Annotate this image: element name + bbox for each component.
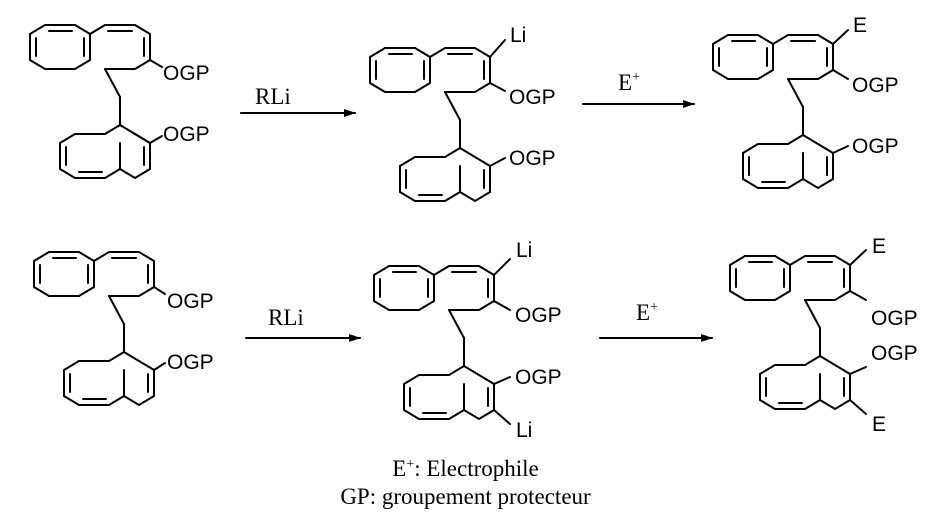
ogp-label: OGP: [871, 342, 918, 365]
e-label: E: [872, 235, 886, 258]
molecule-binol-protected: OGP OGP: [29, 24, 210, 180]
ogp-label: OGP: [871, 307, 918, 330]
reagent-label: RLi: [268, 305, 304, 330]
molecule-disubstituted: E OGP OGP E: [729, 235, 918, 436]
e-label: E: [872, 413, 886, 436]
reaction-arrow: E+: [599, 300, 713, 342]
li-label: Li: [510, 24, 526, 47]
ogp-label: OGP: [167, 290, 214, 313]
ogp-label: OGP: [509, 86, 556, 109]
electrophile-reagent-label: E+: [636, 300, 658, 325]
ogp-label: OGP: [509, 147, 556, 170]
molecule-binol-protected: OGP OGP: [33, 251, 214, 407]
ogp-label: OGP: [163, 62, 210, 85]
molecule-monolithiated: Li OGP OGP: [369, 24, 556, 203]
li-label: Li: [516, 419, 532, 442]
ogp-label: OGP: [852, 74, 899, 97]
ogp-label: OGP: [852, 135, 899, 158]
reaction-arrow: E+: [582, 70, 695, 108]
reaction-arrow: RLi: [245, 305, 361, 342]
li-label: Li: [516, 239, 532, 262]
electrophile-reagent-label: E+: [618, 70, 640, 95]
molecule-dilithiated: Li OGP OGP Li: [373, 239, 562, 442]
ogp-label: OGP: [515, 366, 562, 389]
reagent-label: RLi: [255, 84, 291, 109]
ogp-label: OGP: [163, 123, 210, 146]
e-label: E: [853, 14, 867, 37]
molecule-monosubstituted: E OGP OGP: [712, 14, 899, 190]
reaction-arrow: RLi: [240, 84, 356, 117]
ogp-label: OGP: [167, 351, 214, 374]
legend-protecting-group: GP: groupement protecteur: [340, 484, 591, 509]
ogp-label: OGP: [515, 304, 562, 327]
legend-electrophile: E+: Electrophile: [392, 456, 539, 481]
